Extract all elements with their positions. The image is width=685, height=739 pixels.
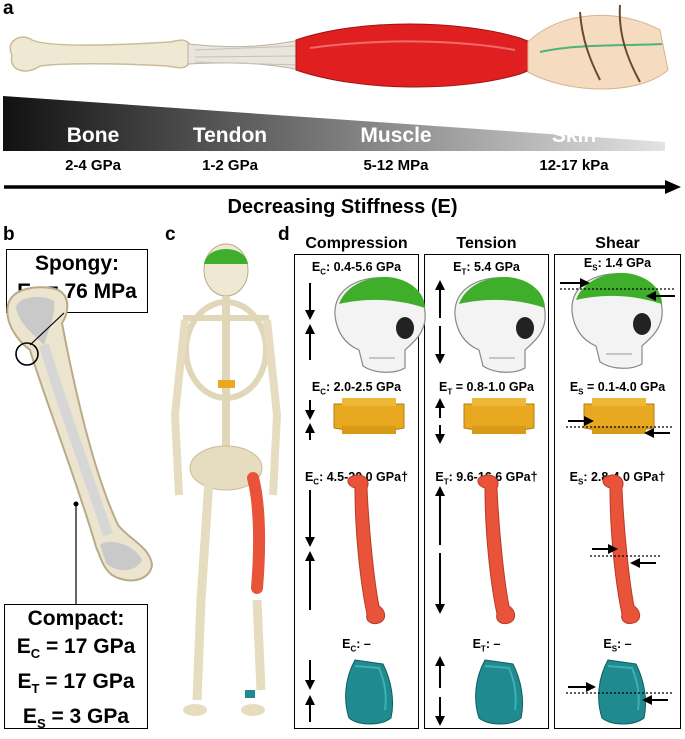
shear-skull-value: ES: 1.4 GPa [583,256,652,273]
tissue-name-tendon: Tendon [192,124,268,147]
panel-label-b: b [3,224,15,245]
shear-disc-value: ES = 0.1-4.0 GPa [569,380,666,397]
compression-skull-value: EC: 0.4-5.6 GPa [311,260,402,277]
tissue-stiffness-bone: 2-4 GPa [65,157,121,174]
compact-es: ES = 3 GPa [22,705,130,732]
compact-et: ET = 17 GPa [17,670,135,697]
panel-label-a: a [3,0,14,19]
shear-heading: Shear [595,235,640,252]
compact-box: Compact: EC = 17 GPa ET = 17 GPa ES = 3 … [4,604,148,732]
stiffness-axis-arrow [4,180,681,194]
tension-heading: Tension [456,235,517,252]
tension-talus-value: ET: – [472,637,501,654]
compression-talus-value: EC: – [342,637,371,654]
spongy-title: Spongy: [35,252,119,275]
shear-talus-value: ES: – [603,637,632,654]
panel-label-c: c [165,224,176,245]
axis-label: Decreasing Stiffness (E) [227,196,458,218]
compression-heading: Compression [305,235,408,252]
tissue-stiffness-muscle: 5-12 MPa [363,157,429,174]
tissue-stiffness-skin: 12-17 kPa [539,157,609,174]
compact-title: Compact: [27,607,125,630]
tissue-stiffness-tendon: 1-2 GPa [202,157,258,174]
tissue-strip-illustration [3,4,669,151]
tissue-name-muscle: Muscle [360,124,432,147]
skeleton-illustration [170,243,282,716]
tissue-name-skin: Skin [551,124,597,147]
tension-disc-value: ET = 0.8-1.0 GPa [439,380,534,397]
tissue-name-bone: Bone [66,124,120,147]
compression-disc-value: EC: 2.0-2.5 GPa [311,380,402,397]
panel-label-d: d [278,224,290,245]
compact-ec: EC = 17 GPa [16,635,136,662]
tension-skull-value: ET: 5.4 GPa [453,260,520,277]
femur-cross-section [6,286,154,605]
